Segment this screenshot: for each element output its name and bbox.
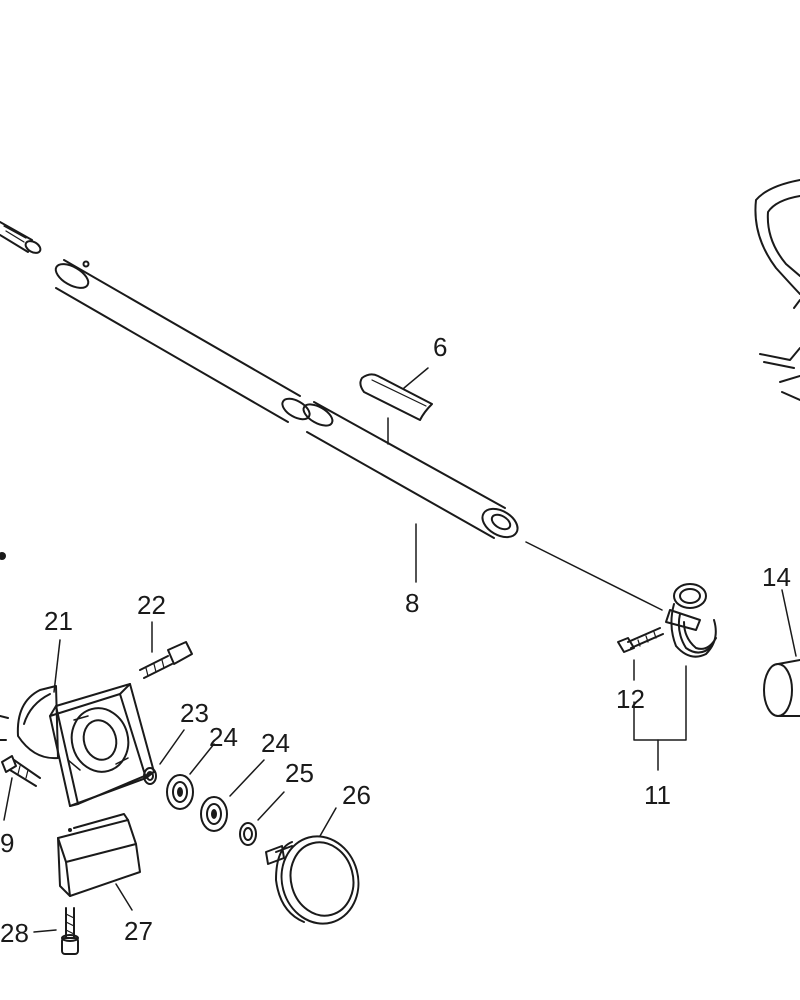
pipe-part-8 — [300, 400, 522, 543]
part-label-14: 14 — [762, 562, 791, 592]
part-label-27: 27 — [124, 916, 153, 946]
circlip-part-25 — [240, 823, 256, 845]
gear-case-part-21 — [0, 552, 154, 806]
part-label-26: 26 — [342, 780, 371, 810]
bolt-part-29 — [2, 756, 40, 786]
part-label-29: 9 — [0, 828, 14, 858]
loop-handle — [755, 180, 800, 400]
cover-plate-part-27 — [58, 814, 140, 896]
part-label-28: 28 — [0, 918, 29, 948]
part-number-labels: 6 8 11 12 14 21 22 23 24 24 25 26 27 28 … — [0, 332, 791, 948]
circlip-part-23 — [144, 768, 156, 784]
part-label-24b: 24 — [261, 728, 290, 758]
clutch-drum-part-26 — [266, 828, 368, 933]
part-label-12: 12 — [616, 684, 645, 714]
bearing-part-24-b — [201, 797, 227, 831]
bush-part-14 — [764, 660, 800, 716]
upper-pipe — [52, 259, 313, 423]
part-label-23: 23 — [180, 698, 209, 728]
part-label-11: 11 — [644, 780, 671, 810]
drive-shaft-end — [0, 222, 42, 255]
bolt-part-12 — [618, 628, 663, 652]
part-label-6: 6 — [433, 332, 447, 362]
part-label-24a: 24 — [209, 722, 238, 752]
part-label-22: 22 — [137, 590, 166, 620]
part-label-8: 8 — [405, 588, 419, 618]
sleeve-part-6 — [360, 374, 432, 420]
leader-lines — [3, 367, 797, 933]
bearing-part-24-a — [167, 775, 193, 809]
part-label-21: 21 — [44, 606, 73, 636]
bolt-part-22 — [140, 642, 192, 678]
clamp-part-11 — [666, 584, 716, 657]
screw-part-28 — [62, 908, 78, 954]
part-label-25: 25 — [285, 758, 314, 788]
